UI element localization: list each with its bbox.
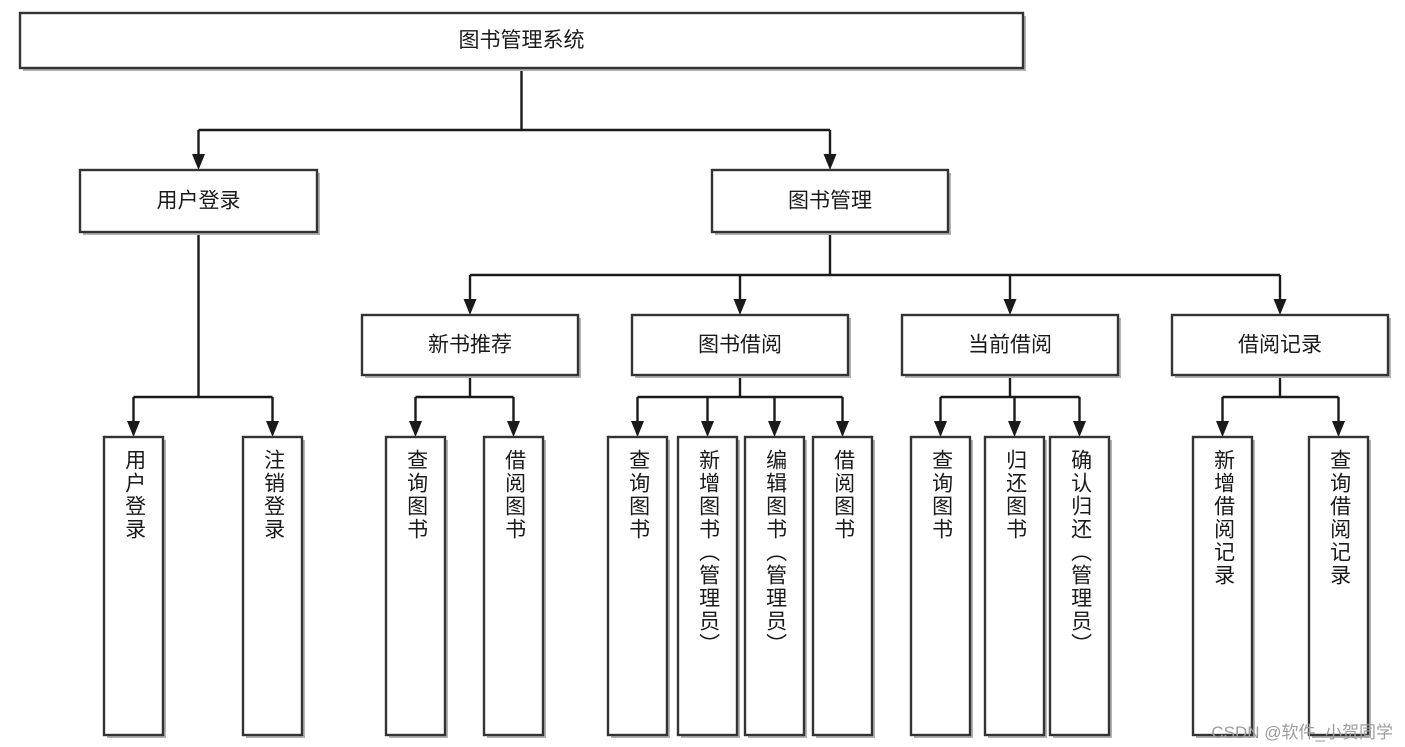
node-label: 当前借阅	[968, 334, 1052, 357]
arrow-head-icon	[1003, 299, 1017, 315]
node-label: 图书管理系统	[459, 29, 585, 52]
node-lf12[interactable]	[1191, 435, 1255, 738]
arrow-head-icon	[631, 421, 644, 437]
arrow-head-icon	[1216, 421, 1229, 437]
node-box[interactable]	[360, 313, 580, 377]
node-box[interactable]	[1170, 313, 1390, 377]
node-box[interactable]	[909, 435, 972, 737]
node-lf8[interactable]	[811, 435, 875, 738]
node-label: 新书推荐	[428, 334, 512, 357]
node-label: 借阅记录	[1238, 334, 1322, 357]
arrow-head-icon	[701, 421, 714, 437]
arrow-head-icon	[409, 421, 422, 437]
node-lf2[interactable]	[241, 435, 305, 738]
node-box[interactable]	[1191, 435, 1254, 737]
node-label: 图书管理	[788, 190, 872, 213]
arrow-head-icon	[1073, 421, 1086, 437]
arrow-head-icon	[507, 421, 520, 437]
node-lf3[interactable]	[384, 435, 448, 738]
arrow-head-icon	[823, 154, 837, 170]
node-box[interactable]	[1307, 435, 1370, 737]
node-box[interactable]	[630, 313, 850, 377]
node-l1b[interactable]: 图书管理	[710, 168, 951, 235]
node-box[interactable]	[900, 313, 1120, 377]
arrow-head-icon	[127, 421, 140, 437]
arrow-head-icon	[733, 299, 747, 315]
node-lf5[interactable]	[606, 435, 670, 738]
edge-layer	[127, 68, 1345, 437]
node-box[interactable]	[102, 435, 165, 737]
node-root[interactable]: 图书管理系统	[18, 11, 1026, 71]
node-lf13[interactable]	[1307, 435, 1371, 738]
node-lf10[interactable]	[983, 435, 1047, 738]
node-l2c[interactable]: 当前借阅	[900, 313, 1121, 378]
arrow-head-icon	[1008, 421, 1021, 437]
arrow-head-icon	[1332, 421, 1345, 437]
node-box[interactable]	[384, 435, 447, 737]
node-box[interactable]	[983, 435, 1046, 737]
node-l1a[interactable]: 用户登录	[78, 168, 320, 235]
node-box[interactable]	[1048, 435, 1111, 737]
node-box[interactable]	[676, 435, 739, 737]
node-box[interactable]	[18, 11, 1025, 70]
arrow-head-icon	[836, 421, 849, 437]
arrow-head-icon	[1273, 299, 1287, 315]
node-box[interactable]	[811, 435, 874, 737]
watermark-text: CSDN @软件_小贺同学	[1211, 723, 1393, 742]
node-lf7[interactable]	[743, 435, 807, 738]
node-l2a[interactable]: 新书推荐	[360, 313, 581, 378]
node-l2b[interactable]: 图书借阅	[630, 313, 851, 378]
arrow-head-icon	[192, 154, 205, 170]
node-lf6[interactable]	[676, 435, 740, 738]
arrow-head-icon	[934, 421, 947, 437]
node-box[interactable]	[710, 168, 950, 234]
node-label: 用户登录	[157, 190, 241, 213]
node-lf1[interactable]	[102, 435, 166, 738]
arrow-head-icon	[768, 421, 781, 437]
node-lf11[interactable]	[1048, 435, 1112, 738]
node-box[interactable]	[241, 435, 304, 737]
node-box[interactable]	[743, 435, 806, 737]
arrow-head-icon	[266, 421, 279, 437]
node-box[interactable]	[78, 168, 319, 234]
node-l2d[interactable]: 借阅记录	[1170, 313, 1391, 378]
node-box[interactable]	[606, 435, 669, 737]
node-label: 图书借阅	[698, 334, 782, 357]
node-box[interactable]	[482, 435, 545, 737]
node-lf9[interactable]	[909, 435, 973, 738]
arrow-head-icon	[463, 299, 477, 315]
node-lf4[interactable]	[482, 435, 546, 738]
